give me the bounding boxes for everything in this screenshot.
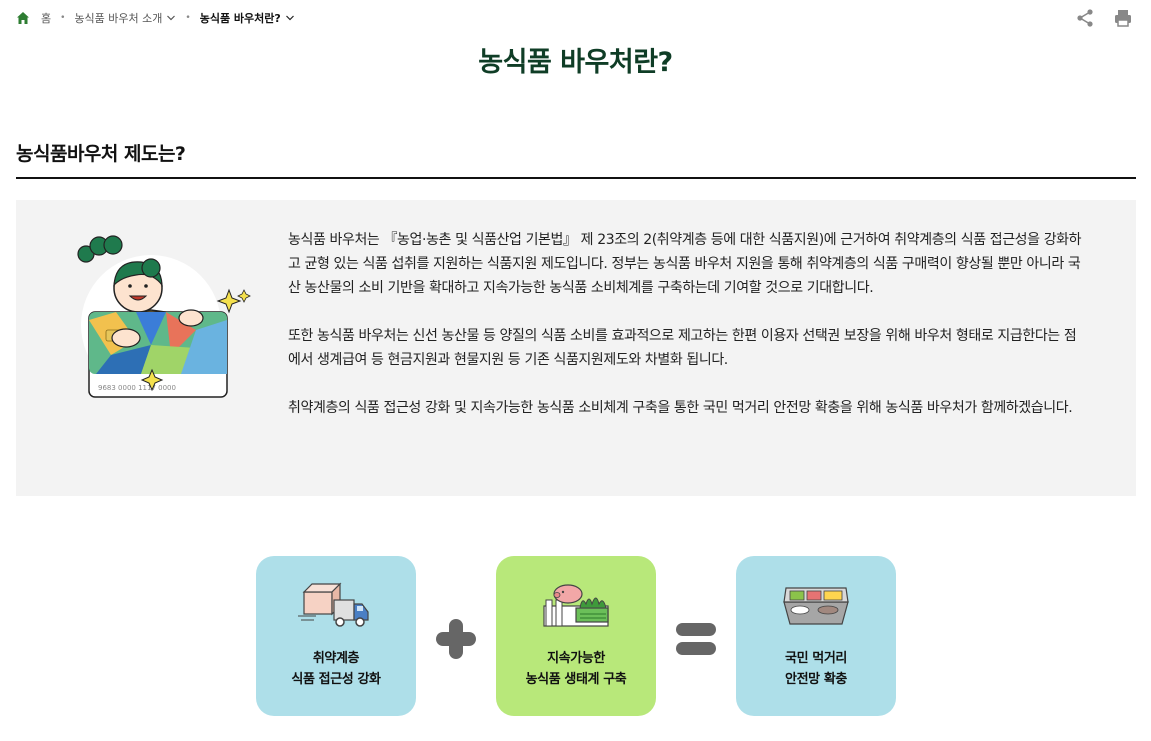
concept-diagram: 취약계층 식품 접근성 강화 지속가능한 농식품 생태계 구축 bbox=[0, 556, 1151, 716]
concept-card-safety-net: 국민 먹거리 안전망 확충 bbox=[736, 556, 896, 716]
concept-card-label: 취약계층 식품 접근성 강화 bbox=[256, 648, 416, 690]
breadcrumb-home[interactable]: 홈 bbox=[41, 12, 52, 25]
breadcrumb-level1[interactable]: 농식품 바우처 소개 bbox=[74, 10, 176, 26]
meal-tray-icon bbox=[783, 587, 849, 625]
voucher-card-illustration: 9683 0000 1117 0000 bbox=[77, 235, 251, 398]
section-title: 농식품바우처 제도는? bbox=[16, 143, 186, 165]
breadcrumb: 홈 • 농식품 바우처 소개 • 농식품 바우처란? bbox=[16, 9, 295, 27]
info-text: 농식품 바우처는 『농업·농촌 및 식품산업 기본법』 제 23조의 2(취약계… bbox=[288, 228, 1088, 444]
breadcrumb-current[interactable]: 농식품 바우처란? bbox=[200, 10, 295, 26]
concept-card-label: 국민 먹거리 안전망 확충 bbox=[736, 648, 896, 690]
info-paragraph-3: 취약계층의 식품 접근성 강화 및 지속가능한 농식품 소비체계 구축을 통한 … bbox=[288, 400, 1073, 416]
concept-card-line2: 농식품 생태계 구축 bbox=[525, 672, 627, 687]
home-icon[interactable] bbox=[16, 11, 30, 25]
share-icon[interactable] bbox=[1075, 8, 1095, 28]
breadcrumb-separator: • bbox=[185, 13, 191, 23]
section-divider bbox=[16, 177, 1136, 179]
concept-card-line1: 취약계층 bbox=[312, 651, 360, 666]
equals-icon bbox=[676, 623, 716, 655]
concept-card-line1: 지속가능한 bbox=[547, 651, 605, 666]
print-icon[interactable] bbox=[1113, 8, 1133, 28]
concept-card-label: 지속가능한 농식품 생태계 구축 bbox=[496, 648, 656, 690]
plus-icon bbox=[436, 619, 476, 659]
page-title: 농식품 바우처란? bbox=[478, 47, 673, 78]
page-tools bbox=[1075, 8, 1133, 28]
info-box: 9683 0000 1117 0000 농식품 바우처는 『농업·농촌 및 식품… bbox=[16, 200, 1136, 496]
breadcrumb-current-label: 농식품 바우처란? bbox=[199, 12, 281, 25]
card-number: 9683 0000 1117 0000 bbox=[98, 384, 176, 392]
info-paragraph-2: 또한 농식품 바우처는 신선 농산물 등 양질의 식품 소비를 효과적으로 제고… bbox=[288, 328, 1077, 368]
info-paragraph-1: 농식품 바우처는 『농업·농촌 및 식품산업 기본법』 제 23조의 2(취약계… bbox=[288, 232, 1082, 296]
farm-icon bbox=[543, 584, 609, 627]
chevron-down-icon bbox=[285, 15, 294, 21]
delivery-truck-icon bbox=[298, 582, 369, 627]
chevron-down-icon bbox=[167, 15, 176, 21]
breadcrumb-separator: • bbox=[60, 13, 66, 23]
concept-card-line2: 식품 접근성 강화 bbox=[291, 672, 381, 687]
concept-card-line2: 안전망 확충 bbox=[785, 672, 847, 687]
breadcrumb-level1-label: 농식품 바우처 소개 bbox=[74, 12, 163, 25]
concept-card-line1: 국민 먹거리 bbox=[785, 651, 847, 666]
concept-card-access: 취약계층 식품 접근성 강화 bbox=[256, 556, 416, 716]
concept-card-sustainable: 지속가능한 농식품 생태계 구축 bbox=[496, 556, 656, 716]
